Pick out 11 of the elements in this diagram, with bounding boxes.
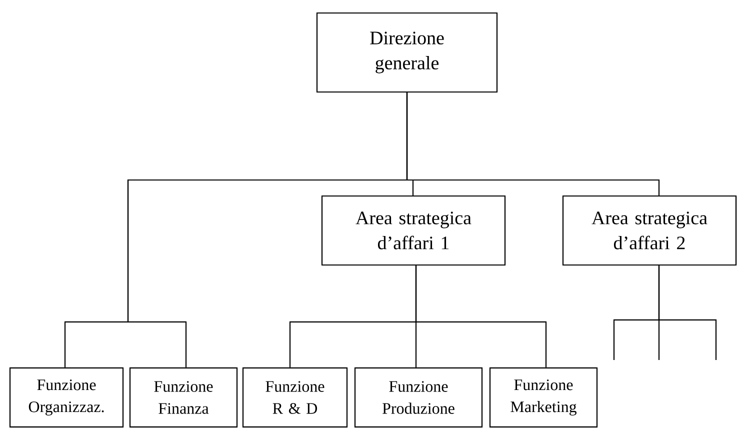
org-box: Area strategica d’affari 2 <box>562 195 737 266</box>
org-box: Funzione Finanza <box>129 367 238 428</box>
org-box: Direzione generale <box>316 12 498 93</box>
org-box: Funzione Marketing <box>489 367 598 428</box>
org-box: Funzione Produzione <box>354 367 483 428</box>
org-box: Funzione R & D <box>242 367 348 428</box>
connector-line <box>658 266 717 360</box>
connector-line <box>415 266 547 368</box>
org-box: Area strategica d’affari 1 <box>321 195 506 266</box>
org-box: Funzione Organizzaz. <box>9 367 124 428</box>
connector-line <box>127 92 408 368</box>
